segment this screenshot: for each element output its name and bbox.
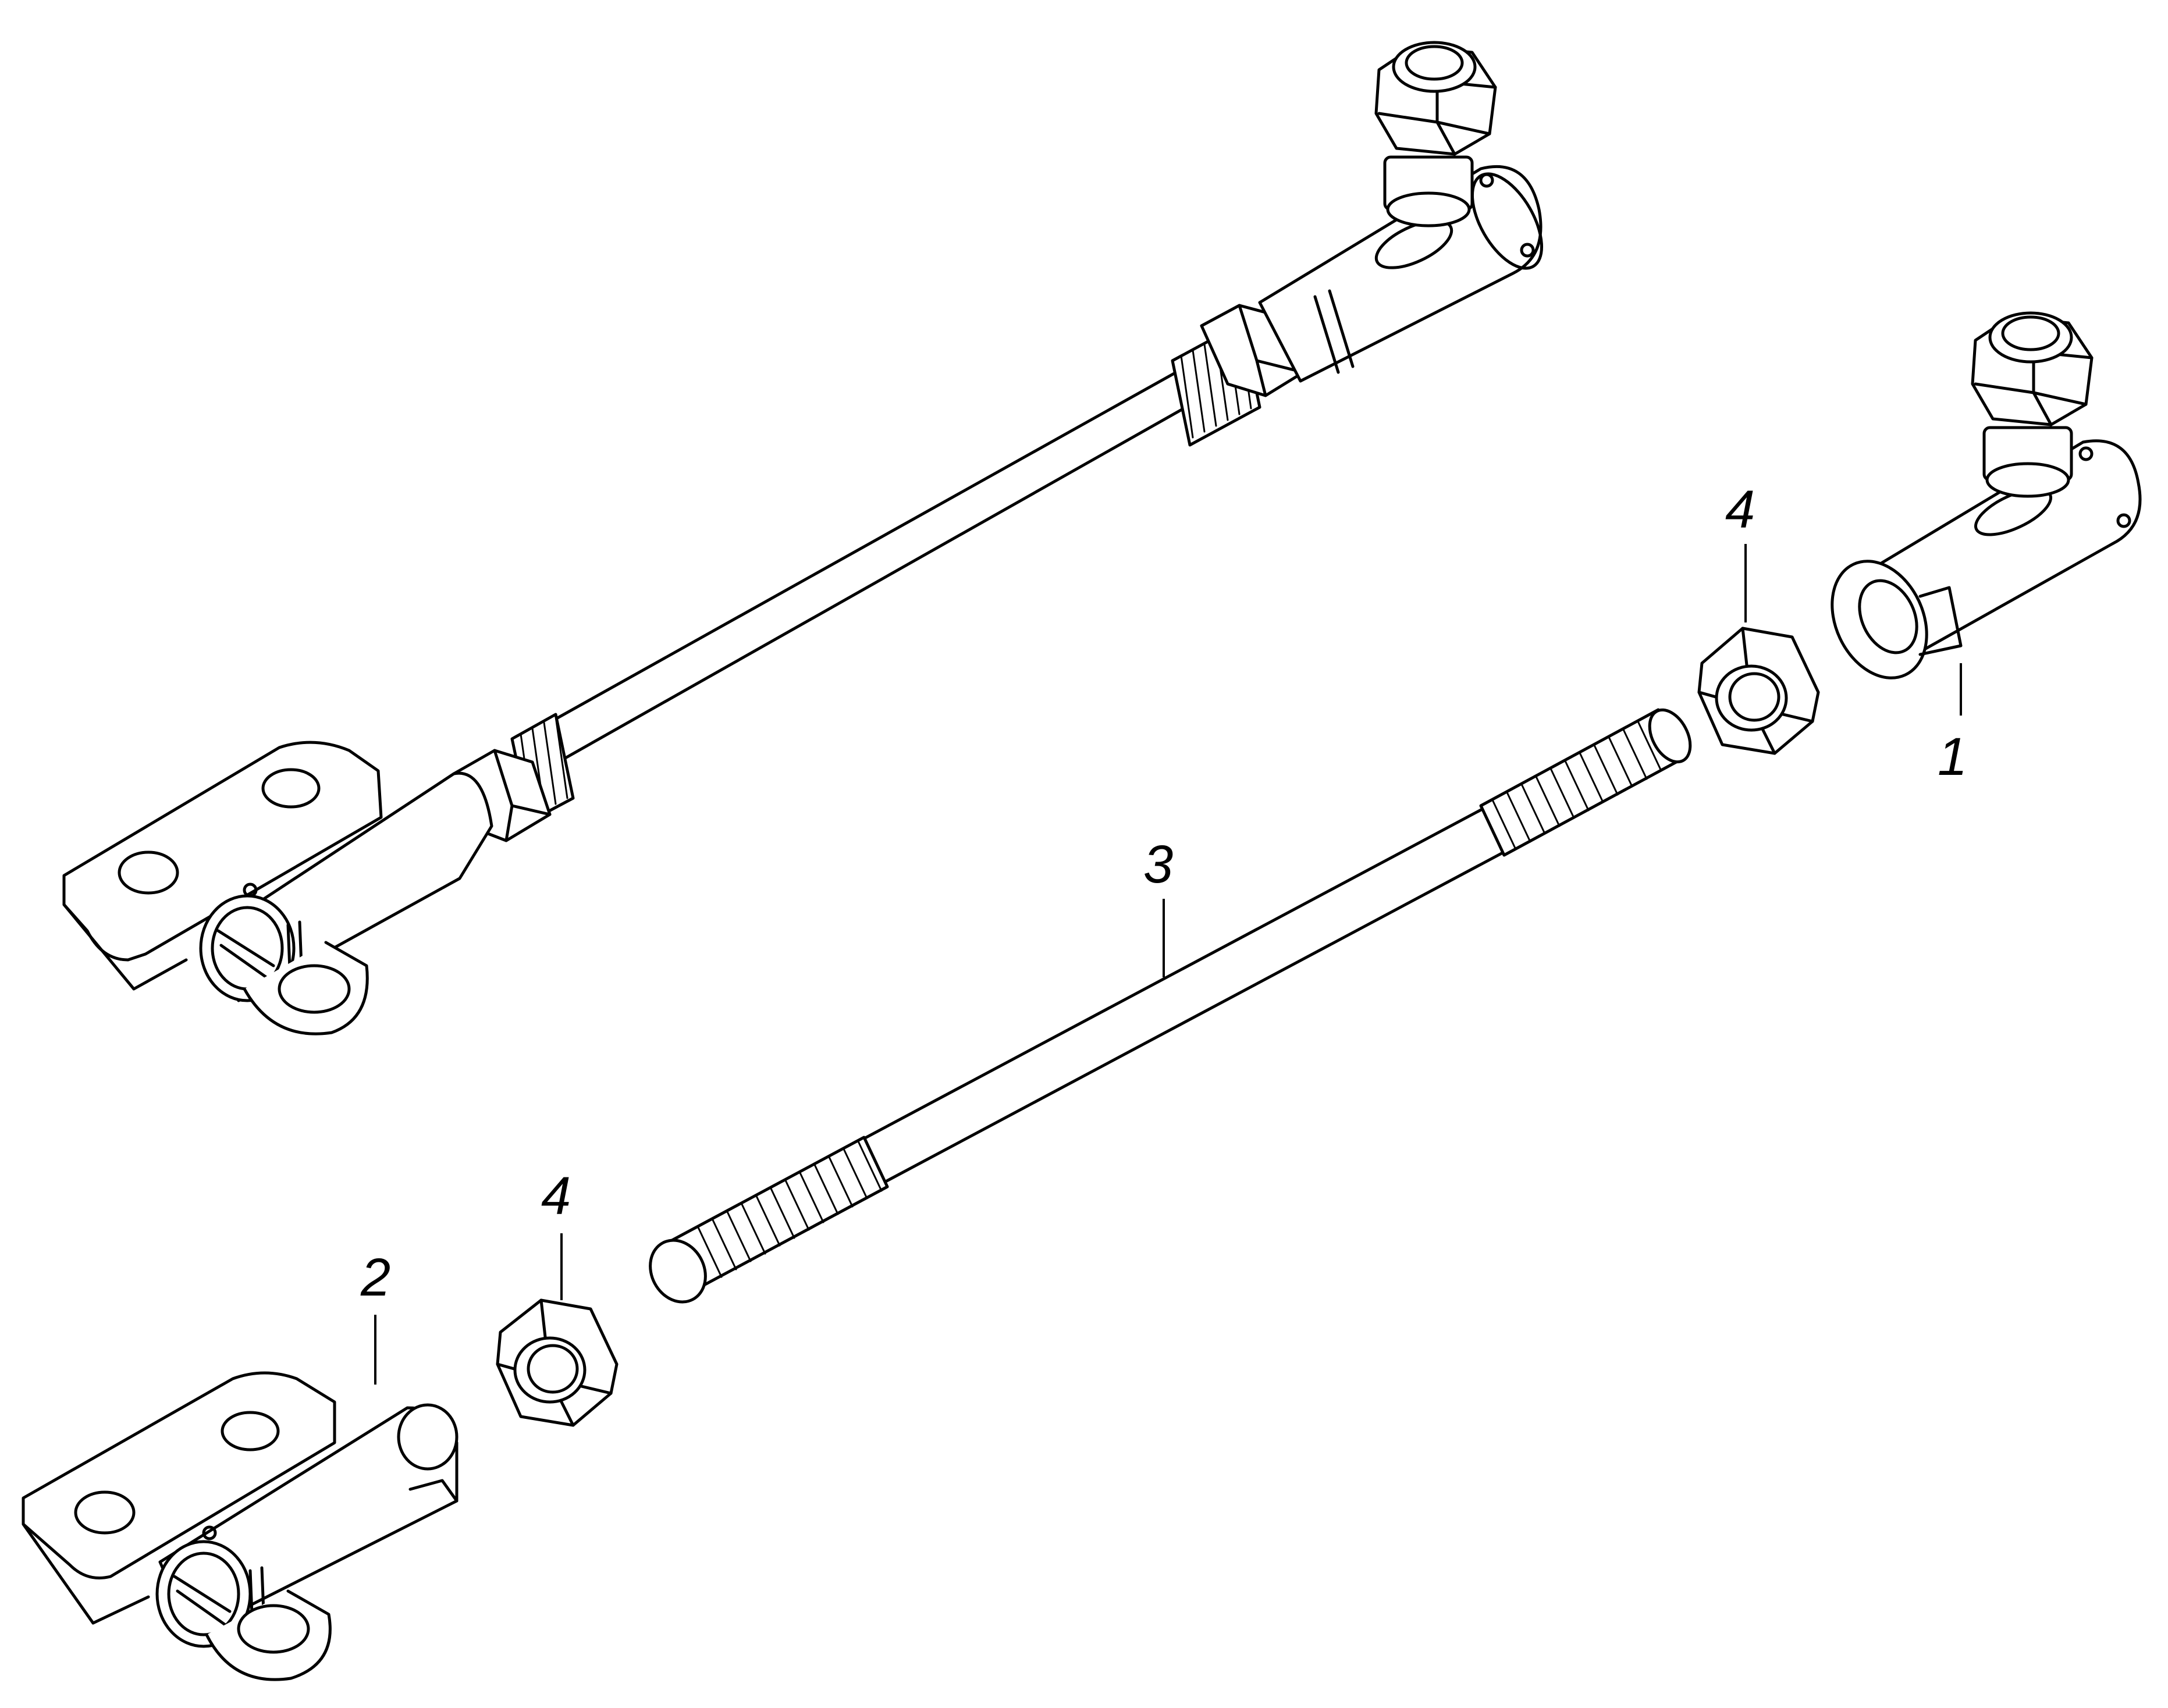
part-3-threaded-rod — [649, 708, 1692, 1304]
callout-4-left: 4 — [541, 1166, 571, 1226]
assembled-tie-rod-end-right — [1258, 165, 1544, 383]
assembled-rod-tube — [510, 321, 1261, 823]
assembled-tie-rod — [62, 41, 1544, 1036]
assembled-ball-stud-right — [1374, 41, 1497, 227]
part-2-tie-rod-end — [22, 1371, 459, 1681]
part-3-thread-left — [649, 1136, 889, 1304]
callout-1: 1 — [1938, 727, 1968, 787]
part-1-tie-rod-end — [1831, 311, 2142, 679]
callout-2: 2 — [361, 1248, 391, 1307]
part-4-hex-nut-right — [1697, 627, 1820, 755]
part-3-thread-right — [1479, 708, 1692, 857]
callout-4-right: 4 — [1725, 480, 1755, 539]
leader-lines — [374, 544, 1962, 1385]
assembled-tie-rod-end-left — [62, 741, 493, 1036]
callout-3: 3 — [1143, 835, 1174, 894]
part-4-hex-nut-left — [496, 1298, 619, 1427]
